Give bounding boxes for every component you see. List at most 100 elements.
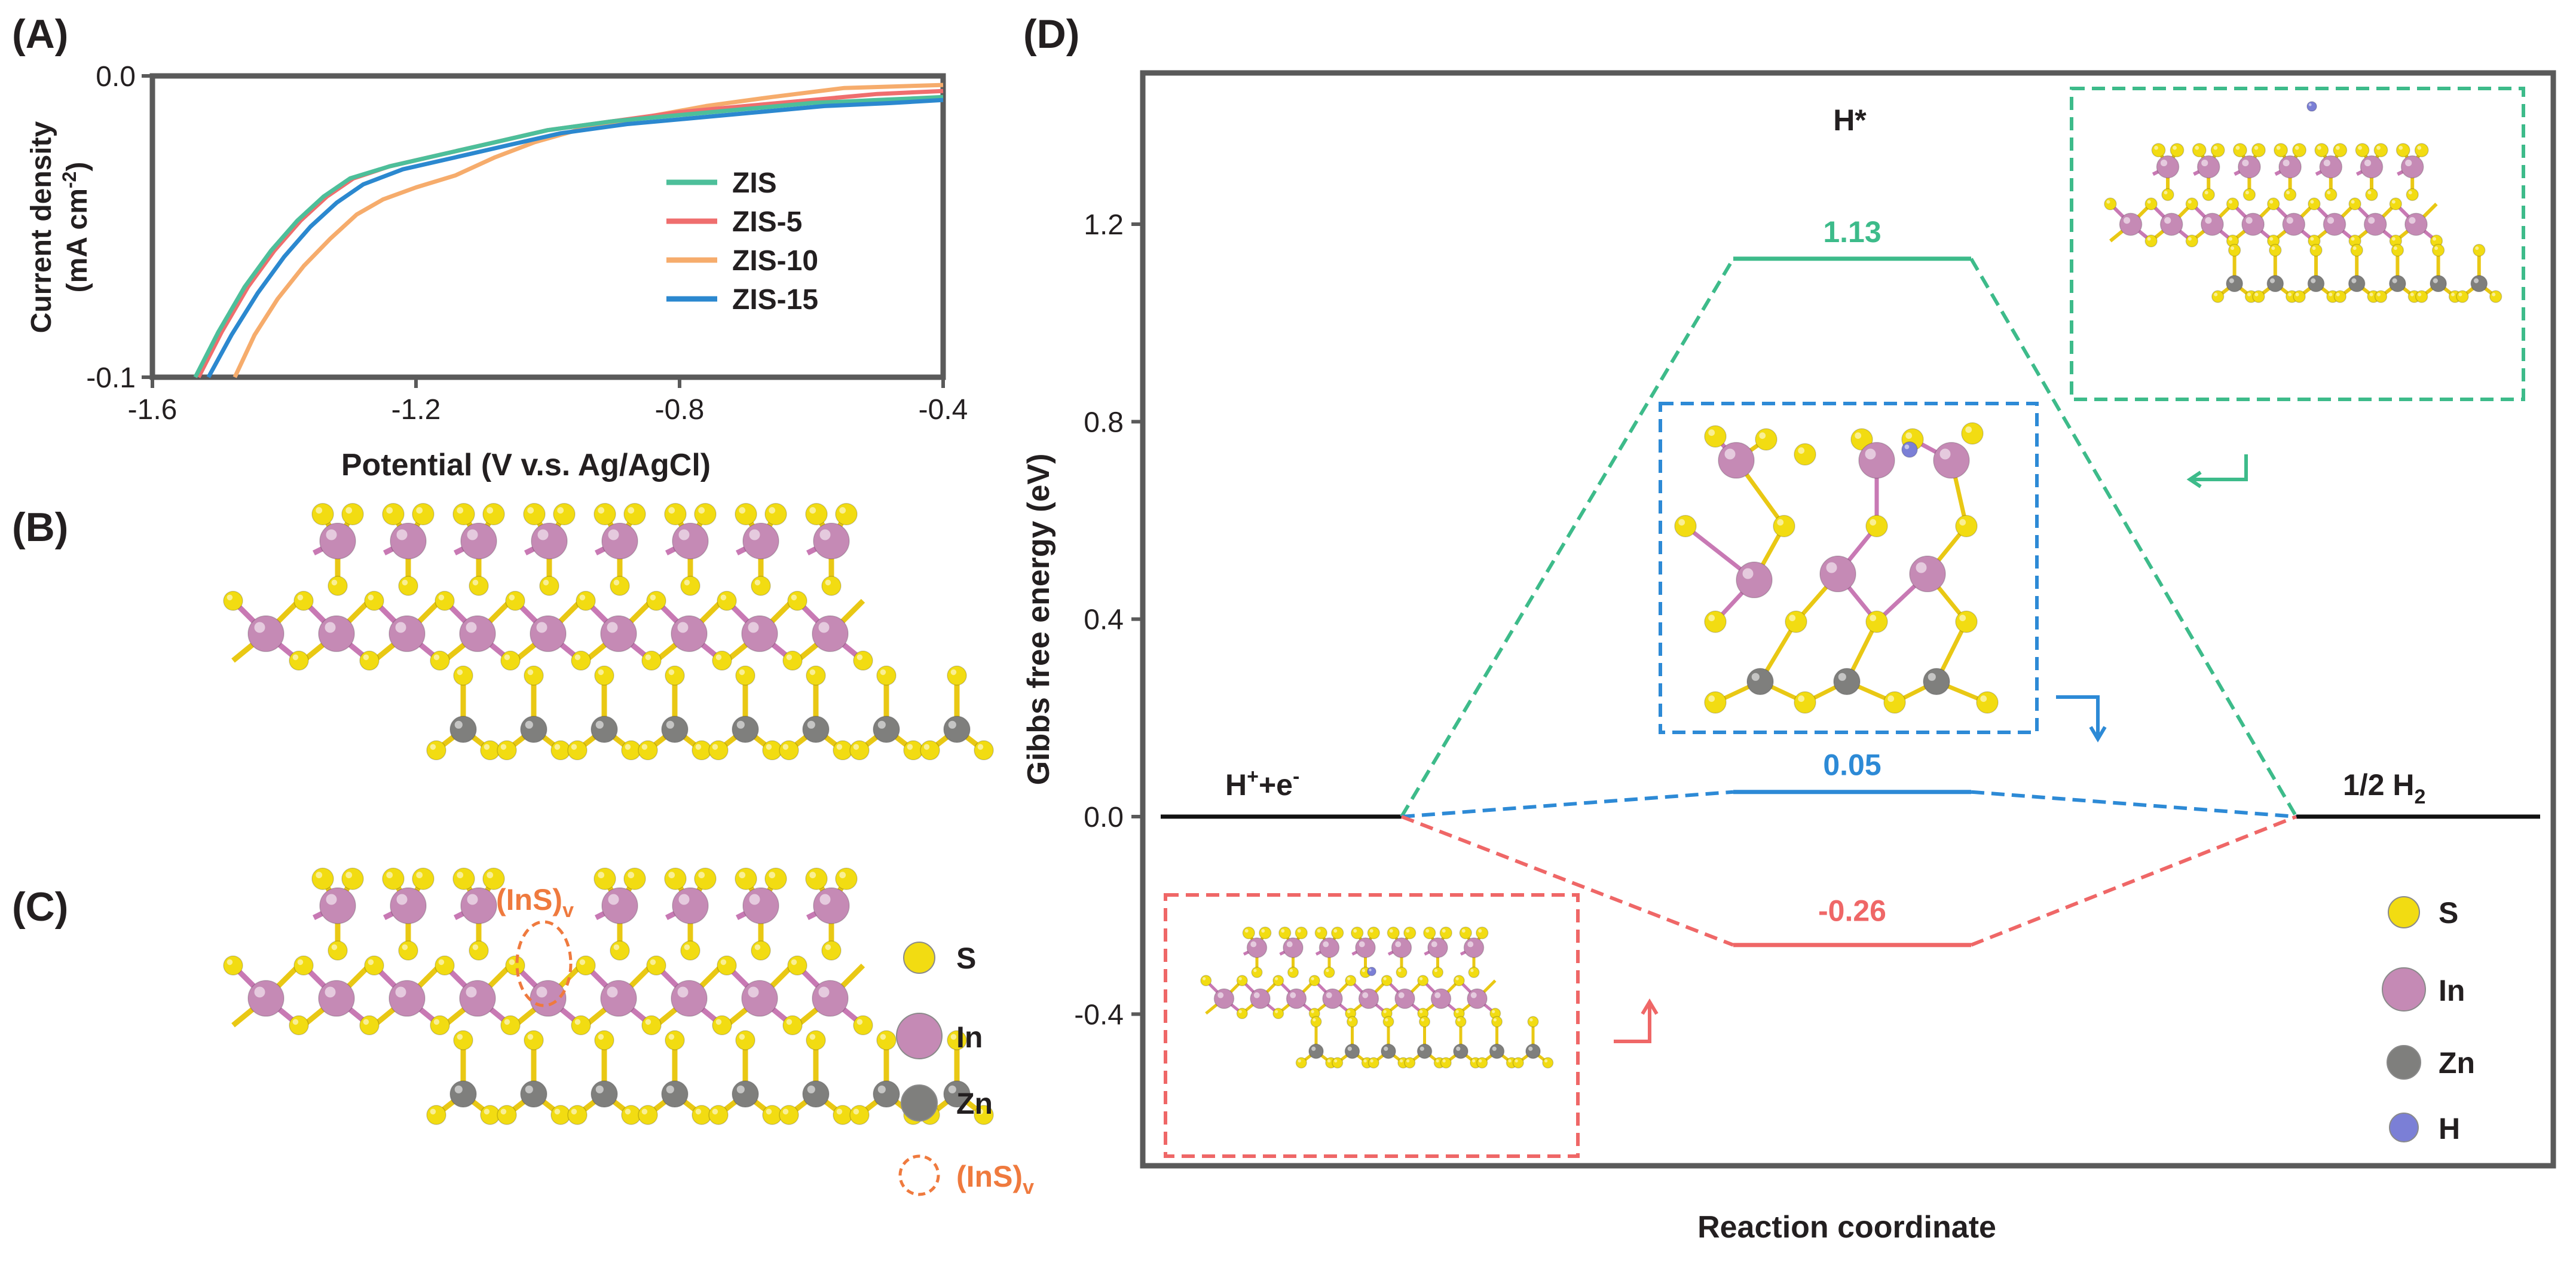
chart-d-pathways: 1.130.05-0.26 xyxy=(1161,215,2540,948)
sulfur-atom xyxy=(576,955,596,976)
sulfur-highlight xyxy=(1383,977,1387,980)
sulfur-atom xyxy=(1955,515,1978,537)
chart-a-frame xyxy=(149,73,946,380)
sulfur-atom xyxy=(223,955,243,976)
panel-label-a: (A) xyxy=(12,11,68,57)
indium-highlight xyxy=(819,894,831,905)
sulfur-highlight xyxy=(1238,1010,1242,1013)
zinc-atom xyxy=(2307,275,2325,292)
sulfur-atom xyxy=(2414,143,2429,158)
inset-box-blue xyxy=(1659,402,2039,734)
sulfur-atom xyxy=(1417,974,1429,986)
sulfur-highlight xyxy=(316,507,323,514)
sulfur-highlight xyxy=(2492,292,2496,297)
sulfur-highlight xyxy=(739,1034,745,1040)
state-label-initial-sup2: - xyxy=(1293,765,1299,788)
zinc-highlight xyxy=(2473,278,2479,283)
sulfur-atom xyxy=(903,740,923,760)
sulfur-atom xyxy=(876,665,897,686)
sulfur-highlight xyxy=(1389,929,1393,933)
sulfur-highlight xyxy=(345,507,353,514)
sulfur-atom xyxy=(1527,1016,1539,1028)
sulfur-highlight xyxy=(739,669,745,676)
sulfur-highlight xyxy=(2312,246,2316,250)
sulfur-highlight xyxy=(2164,191,2168,195)
legend-c-vacancy-label: (InS)v xyxy=(956,1160,1034,1199)
sulfur-atom xyxy=(1272,974,1284,986)
sulfur-highlight xyxy=(571,744,577,750)
chart-a-legend: ZIS ZIS-5 ZIS-10 ZIS-15 xyxy=(666,167,818,316)
sulfur-highlight xyxy=(579,959,586,965)
zinc-highlight xyxy=(1492,1046,1497,1051)
chart-a-lsv: 0.0-0.1 -1.6-1.2-0.8-0.4 Current density… xyxy=(26,61,968,482)
sulfur-highlight xyxy=(1353,929,1357,933)
indium-atom xyxy=(1394,988,1415,1009)
indium-highlight xyxy=(467,529,478,540)
sulfur-highlight xyxy=(457,669,463,676)
sulfur-highlight xyxy=(2204,191,2208,195)
sulfur-highlight xyxy=(1425,929,1430,933)
sulfur-highlight xyxy=(1544,1059,1548,1063)
sulfur-highlight xyxy=(457,507,464,514)
sulfur-highlight xyxy=(766,1108,772,1115)
sulfur-atom xyxy=(680,940,700,961)
sulfur-atom xyxy=(849,740,870,760)
indium-atom xyxy=(388,980,426,1017)
sulfur-highlight xyxy=(345,872,353,879)
zinc-atom xyxy=(732,1080,759,1108)
sulfur-highlight xyxy=(809,669,816,676)
sulfur-highlight xyxy=(668,507,675,514)
legend-c-s-label: S xyxy=(956,942,976,975)
sulfur-atom xyxy=(974,740,994,760)
sulfur-atom xyxy=(452,503,475,525)
legend-c-vacancy-swatch xyxy=(898,1154,940,1196)
chart-d-yticks: -0.40.00.40.81.2 xyxy=(1074,209,1143,1031)
atom-layer xyxy=(2104,101,2502,303)
zinc-atom xyxy=(1489,1043,1505,1059)
indium-atom xyxy=(601,887,638,924)
sulfur-atom xyxy=(1278,926,1292,940)
sulfur-highlight xyxy=(715,1019,722,1025)
sulfur-highlight xyxy=(856,654,863,661)
sulfur-atom xyxy=(1865,515,1888,537)
zinc-atom xyxy=(1525,1043,1541,1059)
zinc-highlight xyxy=(1838,673,1846,681)
sulfur-atom xyxy=(452,867,475,890)
sulfur-highlight xyxy=(2417,145,2422,150)
state-label-initial-main: H xyxy=(1225,768,1247,802)
zinc-atom xyxy=(2430,275,2447,292)
sulfur-highlight xyxy=(1327,1059,1331,1063)
sulfur-atom xyxy=(2333,143,2348,158)
sulfur-highlight xyxy=(509,594,515,601)
sulfur-atom xyxy=(497,1105,517,1125)
sulfur-highlight xyxy=(557,507,564,514)
sulfur-atom xyxy=(435,955,455,976)
chart-a-ylabel-unit: (mA cm xyxy=(62,188,93,292)
sulfur-highlight xyxy=(712,744,718,750)
indium-atom xyxy=(1250,988,1271,1009)
sulfur-atom xyxy=(717,955,737,976)
zinc-highlight xyxy=(1311,1046,1316,1051)
sulfur-atom xyxy=(610,576,630,596)
sulfur-atom xyxy=(571,1015,591,1035)
sulfur-highlight xyxy=(668,669,675,676)
sulfur-highlight xyxy=(950,669,957,676)
y-tick-label: 0.0 xyxy=(96,61,136,93)
zinc-highlight xyxy=(454,1085,463,1093)
sulfur-highlight xyxy=(1347,1010,1351,1013)
sulfur-highlight xyxy=(1457,1018,1461,1022)
sulfur-highlight xyxy=(504,654,510,661)
zinc-atom xyxy=(1308,1043,1324,1059)
inset-structure-green xyxy=(2104,101,2502,303)
sulfur-highlight xyxy=(500,1108,507,1115)
sulfur-atom xyxy=(712,650,732,671)
vacancy-marker xyxy=(515,920,573,1007)
indium-atom xyxy=(2196,155,2220,179)
sulfur-highlight xyxy=(2188,200,2192,204)
sulfur-atom xyxy=(717,591,737,611)
sulfur-highlight xyxy=(368,594,374,601)
sulfur-atom xyxy=(2309,243,2323,257)
sulfur-highlight xyxy=(2352,246,2357,250)
sulfur-atom xyxy=(328,940,348,961)
indium-highlight xyxy=(2368,217,2375,224)
